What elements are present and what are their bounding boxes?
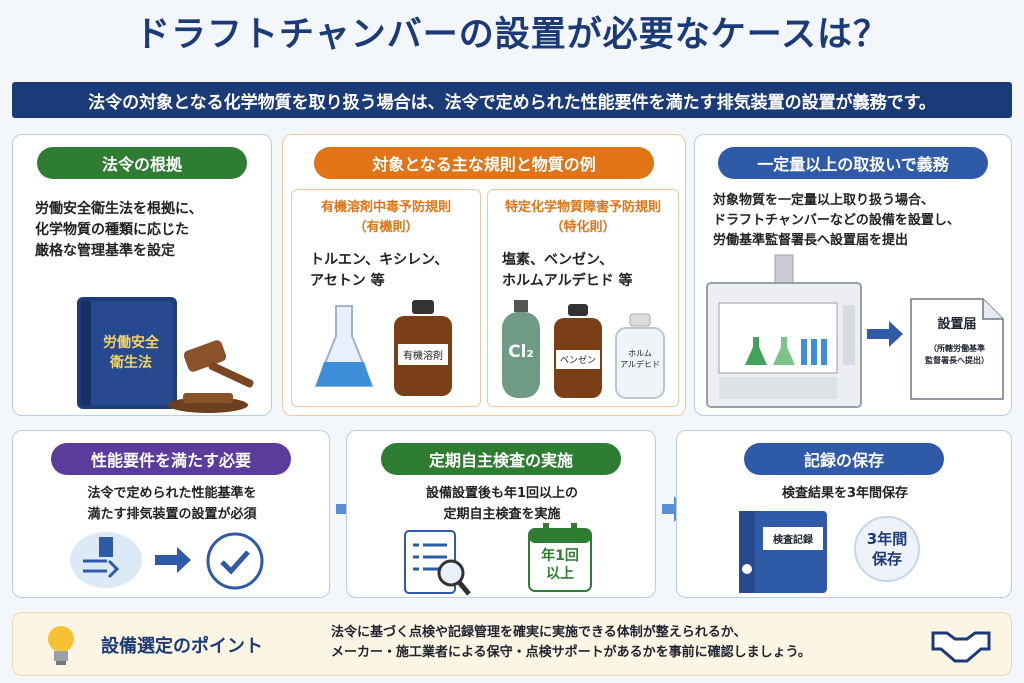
gavel-icon bbox=[163, 335, 263, 415]
notification-document-icon: 設置届 （所轄労働基準 監督署長へ提出） bbox=[909, 297, 1005, 401]
solvent-bottle-icon: 有機溶剤 bbox=[388, 298, 458, 398]
calendar-icon: 年1回 以上 bbox=[527, 521, 593, 593]
selection-point-panel: 設備選定のポイント 法令に基づく点検や記録管理を確実に実施できる体制が整えられる… bbox=[12, 612, 1012, 676]
law-book-icon: 労働安全 衛生法 bbox=[73, 293, 183, 413]
summary-banner: 法令の対象となる化学物質を取り扱う場合は、法令で定められた性能要件を満たす排気装… bbox=[12, 82, 1012, 118]
selection-point-text: 法令に基づく点検や記録管理を確実に実施できる体制が整えられるか、 メーカー・施工… bbox=[331, 625, 811, 660]
lightbulb-icon bbox=[43, 623, 79, 667]
card-records-heading: 記録の保存 bbox=[744, 443, 944, 475]
binder-label: 検査記録 bbox=[763, 527, 823, 550]
card-regulations: 対象となる主な規則と物質の例 有機溶剤中毒予防規則 （有機則） トルエン、キシレ… bbox=[282, 134, 686, 416]
sub-specified-chemical-title: 特定化学物質障害予防規則 （特化則） bbox=[504, 200, 661, 235]
checklist-icon bbox=[399, 527, 471, 597]
fume-hood-icon bbox=[705, 253, 863, 409]
card-legal-basis-heading: 法令の根拠 bbox=[37, 147, 247, 179]
flask-icon bbox=[314, 302, 374, 392]
arrow-right-icon bbox=[865, 319, 905, 349]
card-performance-text: 法令で定められた性能基準を 満たす排気装置の設置が必須 bbox=[87, 486, 257, 522]
benzene-bottle-icon: ベンゼン bbox=[550, 302, 606, 400]
card-quantity-obligation-text: 対象物質を一定量以上取り扱う場合、 ドラフトチャンバーなどの設備を設置し、 労働… bbox=[713, 193, 960, 248]
sub-specified-chemical-examples: 塩素、ベンゼン、 ホルムアルデヒド 等 bbox=[502, 252, 633, 289]
gas-cylinder-icon: Cl₂ bbox=[498, 298, 544, 400]
airflow-icon bbox=[69, 531, 143, 589]
notification-document-sub: （所轄労働基準 監督署長へ提出） bbox=[925, 344, 989, 365]
handshake-icon bbox=[931, 625, 991, 665]
sub-specified-chemical: 特定化学物質障害予防規則 （特化則） 塩素、ベンゼン、 ホルムアルデヒド 等 C… bbox=[487, 189, 679, 407]
card-inspection-heading: 定期自主検査の実施 bbox=[381, 443, 621, 475]
card-performance-heading: 性能要件を満たす必要 bbox=[51, 443, 291, 475]
retention-badge-label: 3年間 保存 bbox=[866, 530, 908, 568]
card-quantity-obligation-heading: 一定量以上の取扱いで義務 bbox=[718, 147, 988, 179]
page-title: ドラフトチャンバーの設置が必要なケースは？ bbox=[135, 15, 889, 55]
card-legal-basis: 法令の根拠 労働安全衛生法を根拠に、 化学物質の種類に応じた 厳格な管理基準を設… bbox=[12, 134, 272, 416]
card-records-text: 検査結果を3年間保存 bbox=[781, 486, 909, 501]
card-inspection: 定期自主検査の実施 設備設置後も年1回以上の 定期自主検査を実施 年1回 以上 bbox=[346, 430, 656, 598]
solvent-bottle-label: 有機溶剤 bbox=[398, 344, 448, 365]
arrow-right-icon bbox=[153, 545, 193, 575]
card-legal-basis-text: 労働安全衛生法を根拠に、 化学物質の種類に応じた 厳格な管理基準を設定 bbox=[35, 201, 203, 259]
formaldehyde-bottle-label: ホルム アルデヒド bbox=[620, 349, 660, 369]
formaldehyde-bottle-icon: ホルム アルデヒド bbox=[612, 312, 668, 400]
sub-organic-solvent-examples: トルエン、キシレン、 アセトン 等 bbox=[310, 252, 449, 289]
card-performance: 性能要件を満たす必要 法令で定められた性能基準を 満たす排気装置の設置が必須 bbox=[12, 430, 330, 598]
benzene-bottle-label: ベンゼン bbox=[556, 350, 600, 369]
gas-cylinder-label: Cl₂ bbox=[508, 342, 534, 362]
sub-organic-solvent: 有機溶剤中毒予防規則 （有機則） トルエン、キシレン、 アセトン 等 有機溶剤 bbox=[291, 189, 481, 407]
law-book-label: 労働安全 衛生法 bbox=[103, 335, 159, 371]
calendar-label: 年1回 以上 bbox=[541, 548, 579, 582]
sub-organic-solvent-title: 有機溶剤中毒予防規則 （有機則） bbox=[320, 200, 451, 235]
card-regulations-heading: 対象となる主な規則と物質の例 bbox=[314, 147, 654, 179]
retention-badge: 3年間 保存 bbox=[853, 515, 921, 583]
binder-icon: 検査記録 bbox=[735, 509, 831, 595]
selection-point-heading: 設備選定のポイント bbox=[101, 636, 263, 657]
card-inspection-text: 設備設置後も年1回以上の 定期自主検査を実施 bbox=[425, 486, 579, 522]
card-records: 記録の保存 検査結果を3年間保存 検査記録 3年間 保存 bbox=[676, 430, 1012, 598]
card-quantity-obligation: 一定量以上の取扱いで義務 対象物質を一定量以上取り扱う場合、 ドラフトチャンバー… bbox=[694, 134, 1012, 416]
notification-document-title: 設置届 bbox=[937, 317, 977, 332]
checkmark-icon bbox=[205, 531, 265, 591]
